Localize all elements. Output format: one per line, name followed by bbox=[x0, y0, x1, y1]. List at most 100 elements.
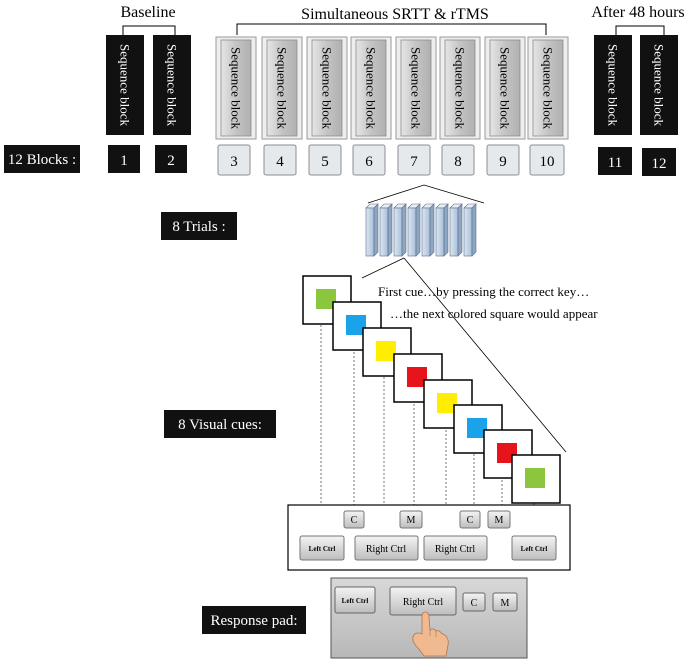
block-number-7: 7 bbox=[397, 144, 431, 176]
svg-text:Right Ctrl: Right Ctrl bbox=[366, 544, 407, 555]
trial-6 bbox=[435, 203, 449, 257]
baseline-bracket bbox=[122, 25, 176, 35]
pad-key-m[interactable]: M bbox=[492, 592, 518, 612]
visual-cue-6 bbox=[453, 404, 503, 454]
seq-key-c-1: C bbox=[343, 510, 365, 529]
trial-5 bbox=[421, 203, 435, 257]
block-number-10: 10 bbox=[529, 144, 565, 176]
seq-key-right-ctrl-1: Right Ctrl bbox=[354, 535, 419, 561]
sequence-block-6: Sequence block bbox=[350, 36, 392, 140]
svg-text:10: 10 bbox=[540, 154, 555, 170]
sequence-block-1: Sequence block bbox=[106, 35, 144, 135]
svg-text:M: M bbox=[407, 515, 416, 526]
block-number-2: 2 bbox=[155, 145, 187, 173]
trial-7 bbox=[449, 203, 463, 257]
trial-1 bbox=[365, 203, 379, 257]
block-number-6: 6 bbox=[352, 144, 386, 176]
block-number-4: 4 bbox=[263, 144, 297, 176]
sequence-block-8: Sequence block bbox=[439, 36, 481, 140]
svg-text:M: M bbox=[501, 598, 510, 609]
svg-text:8: 8 bbox=[454, 154, 462, 170]
cue-square-1 bbox=[316, 289, 336, 309]
sequence-block-11: Sequence block bbox=[594, 35, 632, 135]
caption-first-cue: First cue…by pressing the correct key… bbox=[378, 284, 589, 299]
cue-expansion-line-right bbox=[403, 257, 567, 453]
trial-3 bbox=[393, 203, 407, 257]
tag-response-pad: Response pad: bbox=[210, 613, 297, 629]
svg-text:Left Ctrl: Left Ctrl bbox=[521, 545, 548, 553]
block-label: Sequence block bbox=[409, 47, 424, 129]
block-number-3: 3 bbox=[217, 144, 251, 176]
cue-expansion-line-left bbox=[361, 257, 405, 279]
svg-text:1: 1 bbox=[120, 153, 128, 169]
visual-cue-8 bbox=[511, 454, 561, 504]
seq-key-m-2: M bbox=[487, 510, 511, 529]
svg-text:Left Ctrl: Left Ctrl bbox=[309, 545, 336, 553]
block-label: Sequence block bbox=[229, 47, 244, 129]
svg-text:3: 3 bbox=[230, 154, 238, 170]
cue-square-3 bbox=[376, 341, 396, 361]
tag-trials: 8 Trials : bbox=[172, 219, 225, 235]
block-label: Sequence block bbox=[652, 44, 667, 126]
svg-text:11: 11 bbox=[608, 155, 622, 171]
seq-key-left-ctrl-1: Left Ctrl bbox=[299, 535, 345, 561]
svg-text:Right Ctrl: Right Ctrl bbox=[403, 597, 444, 608]
block-label: Sequence block bbox=[275, 47, 290, 129]
svg-text:12: 12 bbox=[652, 156, 667, 172]
sequence-block-10: Sequence block bbox=[527, 36, 569, 140]
sequence-block-2: Sequence block bbox=[153, 35, 191, 135]
cue-square-2 bbox=[346, 315, 366, 335]
trial-2 bbox=[379, 203, 393, 257]
pad-key-right-ctrl[interactable]: Right Ctrl bbox=[389, 586, 457, 616]
cue-square-4 bbox=[407, 367, 427, 387]
block-number-11: 11 bbox=[598, 147, 632, 175]
trial-4 bbox=[407, 203, 421, 257]
tag-blocks-bg bbox=[4, 145, 80, 173]
cue-square-5 bbox=[437, 393, 457, 413]
trials-expansion-lines bbox=[367, 184, 485, 204]
svg-text:C: C bbox=[471, 598, 478, 609]
sequence-block-9: Sequence block bbox=[484, 36, 526, 140]
pad-key-left-ctrl[interactable]: Left Ctrl bbox=[334, 586, 376, 614]
svg-text:C: C bbox=[351, 515, 358, 526]
header-simultaneous: Simultaneous SRTT & rTMS bbox=[301, 6, 489, 23]
block-number-12: 12 bbox=[642, 148, 676, 176]
simultaneous-bracket bbox=[236, 23, 547, 35]
block-label: Sequence block bbox=[606, 44, 621, 126]
seq-key-c-2: C bbox=[459, 510, 481, 529]
seq-key-left-ctrl-2: Left Ctrl bbox=[511, 535, 557, 561]
block-label: Sequence block bbox=[118, 44, 133, 126]
header-after: After 48 hours bbox=[591, 4, 684, 21]
svg-text:5: 5 bbox=[321, 154, 329, 170]
svg-text:4: 4 bbox=[276, 154, 284, 170]
svg-text:Left Ctrl: Left Ctrl bbox=[342, 597, 369, 605]
pad-key-c[interactable]: C bbox=[462, 592, 486, 612]
block-label: Sequence block bbox=[498, 47, 513, 129]
block-label: Sequence block bbox=[165, 44, 180, 126]
block-label: Sequence block bbox=[320, 47, 335, 129]
sequence-block-7: Sequence block bbox=[395, 36, 437, 140]
tag-blocks: 12 Blocks : bbox=[8, 152, 76, 168]
tag-trials-bg bbox=[161, 212, 237, 240]
visual-cue-2 bbox=[332, 301, 382, 351]
block-number-8: 8 bbox=[441, 144, 475, 176]
svg-text:C: C bbox=[467, 515, 474, 526]
svg-text:Right Ctrl: Right Ctrl bbox=[435, 544, 476, 555]
after-bracket bbox=[615, 25, 665, 35]
header-baseline: Baseline bbox=[120, 4, 175, 21]
sequence-block-12: Sequence block bbox=[640, 35, 678, 135]
seq-key-m-1: M bbox=[399, 510, 423, 529]
sequence-block-5: Sequence block bbox=[306, 36, 348, 140]
block-number-9: 9 bbox=[486, 144, 520, 176]
caption-next-square: …the next colored square would appear bbox=[390, 306, 598, 321]
block-label: Sequence block bbox=[364, 47, 379, 129]
block-label: Sequence block bbox=[453, 47, 468, 129]
svg-text:9: 9 bbox=[499, 154, 507, 170]
block-number-5: 5 bbox=[308, 144, 342, 176]
svg-text:2: 2 bbox=[167, 153, 175, 169]
trial-stack bbox=[365, 203, 477, 257]
tag-visual-cues-bg bbox=[164, 410, 276, 438]
block-label: Sequence block bbox=[541, 47, 556, 129]
svg-text:7: 7 bbox=[410, 154, 418, 170]
